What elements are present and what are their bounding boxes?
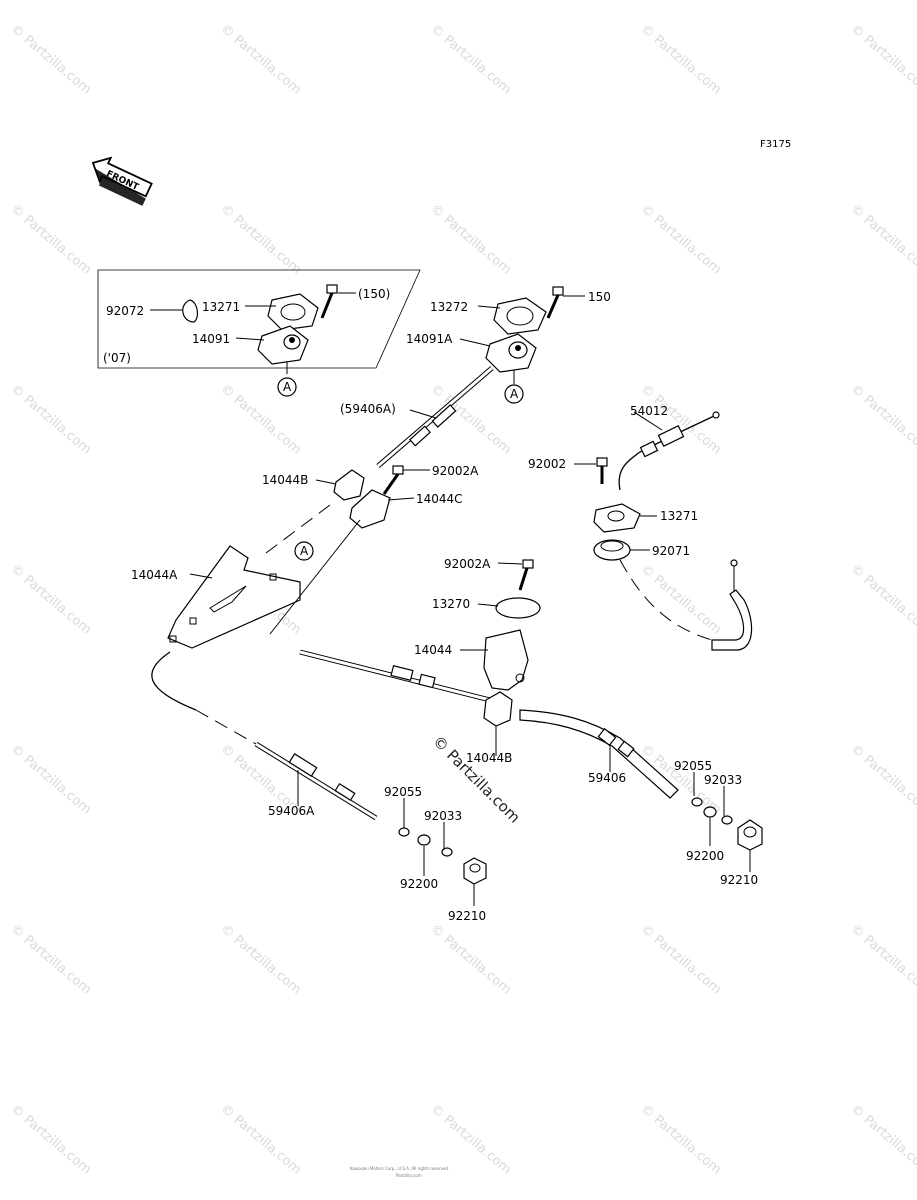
watermark: © Partzilla.com xyxy=(7,22,93,98)
watermark: © Partzilla.com xyxy=(7,382,93,458)
upper-holder-assembly: A xyxy=(485,286,564,404)
leader-lines xyxy=(150,292,751,906)
label-14091A: 14091A xyxy=(406,332,453,346)
watermark: © Partzilla.com xyxy=(847,562,917,638)
bracket-14044A: A xyxy=(167,541,314,649)
label-92071: 92071 xyxy=(652,544,690,558)
label-54012: 54012 xyxy=(630,404,668,418)
front-arrow-icon: FRONT xyxy=(91,156,153,206)
watermark: © Partzilla.com xyxy=(7,562,93,638)
label-150-inset: (150) xyxy=(358,287,390,301)
label-92200-right: 92200 xyxy=(686,849,724,863)
label-92055-right: 92055 xyxy=(674,759,712,773)
washer-92200-right xyxy=(703,806,717,818)
cable-59406A-upper xyxy=(376,366,494,468)
cable-59406A-lower xyxy=(151,651,378,821)
label-14044C: 14044C xyxy=(416,492,463,506)
watermark: © Partzilla.com xyxy=(847,22,917,98)
washer-92200-left xyxy=(417,834,431,846)
washer-92055-right xyxy=(691,797,703,807)
label-92072: 92072 xyxy=(106,304,144,318)
watermark: © Partzilla.com xyxy=(7,742,93,818)
label-13272: 13272 xyxy=(430,300,468,314)
watermark: © Partzilla.com xyxy=(847,1102,917,1178)
label-59406A-paren: (59406A) xyxy=(340,402,396,416)
label-14044B-mid: 14044B xyxy=(466,751,512,765)
ref-marker-a xyxy=(277,377,297,397)
figure-id: F3175 xyxy=(760,139,791,150)
label-150: 150 xyxy=(588,290,611,304)
label-14044B-top: 14044B xyxy=(262,473,308,487)
bolt-92002 xyxy=(596,457,608,484)
watermark: © Partzilla.com xyxy=(427,202,513,278)
part-labels: 92072 13271 (150) 14091 13272 150 14091A… xyxy=(106,287,758,923)
watermark: © Partzilla.com xyxy=(217,1102,303,1178)
ref-marker-label: A xyxy=(510,387,519,401)
watermark: © Partzilla.com xyxy=(847,922,917,998)
label-92210-left: 92210 xyxy=(448,909,486,923)
cable-end-right xyxy=(711,589,753,651)
label-59406: 59406 xyxy=(588,771,626,785)
lockwasher-92033-right xyxy=(721,815,733,825)
watermark: © Partzilla.com xyxy=(637,202,723,278)
watermark: © Partzilla.com xyxy=(637,562,723,638)
label-59406A: 59406A xyxy=(268,804,315,818)
ref-marker-label: A xyxy=(300,544,309,558)
label-92002A-mid: 92002A xyxy=(444,557,491,571)
watermark: © Partzilla.com xyxy=(847,382,917,458)
label-92200-left: 92200 xyxy=(400,877,438,891)
watermark: © Partzilla.com xyxy=(7,922,93,998)
watermark: © Partzilla.com xyxy=(637,22,723,98)
label-92002A-top: 92002A xyxy=(432,464,479,478)
watermark: © Partzilla.com xyxy=(427,922,513,998)
watermark: © Partzilla.com xyxy=(847,742,917,818)
bracket-14044 xyxy=(483,629,529,691)
cable-54012 xyxy=(618,411,720,491)
watermark: © Partzilla.com xyxy=(7,202,93,278)
watermark: © Partzilla.com xyxy=(637,922,723,998)
clamp-14044B-upper xyxy=(333,469,365,501)
label-14091: 14091 xyxy=(192,332,230,346)
washer-92055-left xyxy=(398,827,410,837)
clamp-14044C xyxy=(349,489,391,529)
watermark: © Partzilla.com xyxy=(217,22,303,98)
inset-note: ('07) xyxy=(103,351,131,365)
clamp-14044B-mid xyxy=(483,691,513,727)
assembly-line-upper xyxy=(261,504,331,557)
assembly-line-right xyxy=(619,559,713,641)
holder-14091 xyxy=(257,325,309,365)
watermark: © Partzilla.com xyxy=(217,922,303,998)
cable-59406 xyxy=(299,649,679,799)
watermark: © Partzilla.com xyxy=(427,22,513,98)
bolt-92002A-mid xyxy=(518,559,534,591)
label-14044: 14044 xyxy=(414,643,452,657)
gasket-13270 xyxy=(495,597,541,619)
label-92033-left: 92033 xyxy=(424,809,462,823)
watermark: © Partzilla.com xyxy=(847,202,917,278)
label-92210-right: 92210 xyxy=(720,873,758,887)
bolt-150-inset xyxy=(320,284,338,319)
label-14044A: 14044A xyxy=(131,568,178,582)
ref-marker-label: A xyxy=(283,380,292,394)
watermark: © Partzilla.com xyxy=(217,202,303,278)
label-13271-inset: 13271 xyxy=(202,300,240,314)
assembly-line-c xyxy=(269,519,361,635)
footer-line-1: Kawasaki Motors Corp., U.S.A. All rights… xyxy=(350,1166,449,1171)
watermark: © Partzilla.com xyxy=(7,1102,93,1178)
bolt-92002A-upper xyxy=(382,465,404,495)
label-92002: 92002 xyxy=(528,457,566,471)
footer-line-2: Partzilla.com xyxy=(396,1173,422,1178)
label-92033-right: 92033 xyxy=(704,773,742,787)
inset-box: ('07) A xyxy=(97,269,421,397)
label-13270: 13270 xyxy=(432,597,470,611)
label-92055-left: 92055 xyxy=(384,785,422,799)
label-13271: 13271 xyxy=(660,509,698,523)
watermark: © Partzilla.com xyxy=(637,1102,723,1178)
circlip-92072 xyxy=(182,299,199,323)
